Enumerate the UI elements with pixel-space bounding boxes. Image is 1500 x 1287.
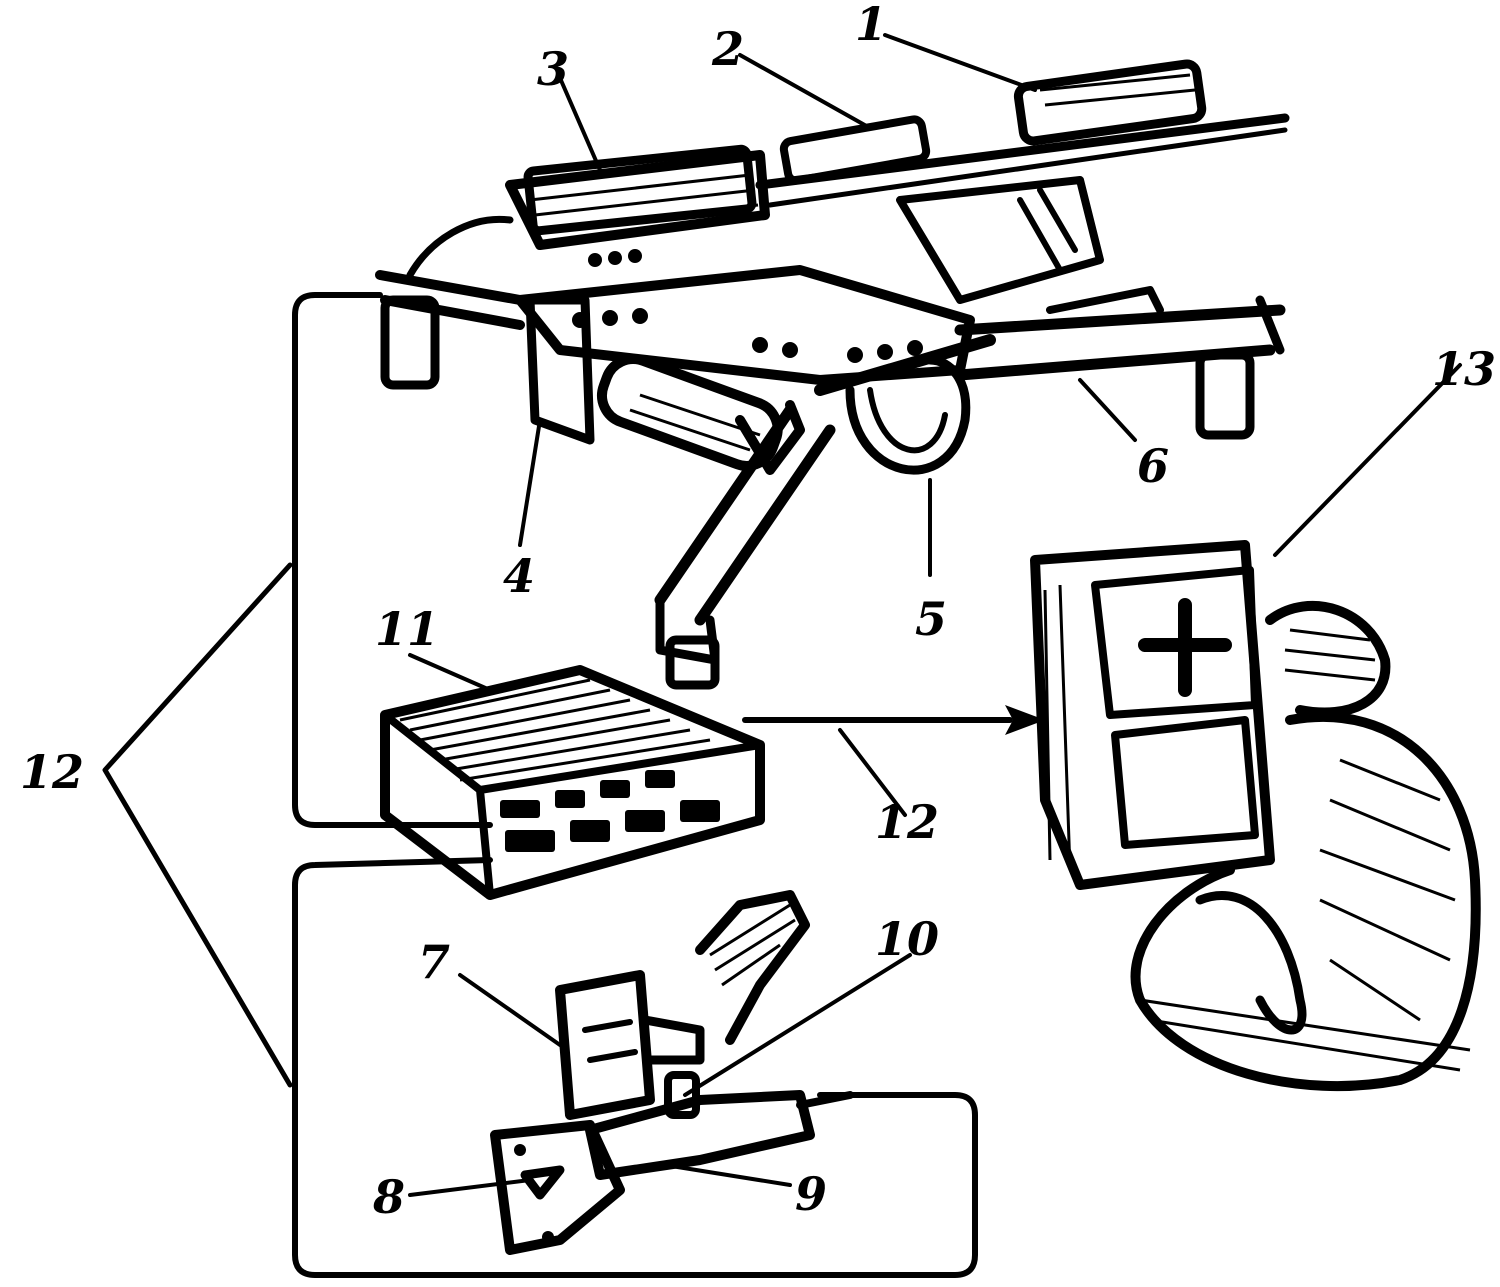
reticle	[1138, 598, 1232, 697]
grip-plate	[490, 1120, 625, 1255]
monitor-screen-lower	[1111, 716, 1259, 849]
label-7: 7	[418, 935, 450, 989]
cable-control-to-aiming	[292, 857, 978, 1278]
remote-aiming-unit	[490, 890, 854, 1255]
operator-body	[1130, 711, 1481, 1092]
label-1: 1	[855, 0, 887, 51]
arrow-head	[1005, 705, 1045, 735]
operator-with-monitor	[1030, 540, 1481, 1092]
label-8: 8	[372, 1170, 405, 1224]
leader-lines	[408, 33, 1462, 1197]
eyepiece	[695, 890, 810, 1045]
control-handle	[585, 1090, 815, 1180]
connecting-cables	[102, 292, 1045, 1278]
traverse-mechanism	[597, 354, 783, 471]
label-11: 11	[375, 602, 439, 656]
control-unit	[380, 665, 765, 900]
handle-loop	[845, 355, 971, 475]
label-9: 9	[795, 1167, 827, 1221]
label-2: 2	[711, 22, 744, 76]
tripod-leg-right	[954, 304, 1286, 381]
label-3: 3	[537, 42, 569, 96]
cable-gun-to-control	[292, 292, 493, 828]
label-10: 10	[875, 912, 939, 966]
monitor-case	[1030, 540, 1275, 890]
label-12-brace	[102, 562, 293, 1088]
label-6: 6	[1137, 439, 1169, 493]
electric-trigger-housing	[525, 295, 595, 445]
monitor-screen-upper	[1091, 566, 1259, 719]
machine-gun-on-tripod	[375, 59, 1290, 690]
sight-box	[555, 970, 655, 1120]
adjust-knob	[664, 1071, 700, 1119]
gas-tube	[779, 115, 931, 185]
label-5: 5	[915, 592, 947, 646]
label-12-mid: 12	[875, 795, 939, 849]
tripod-leg-front	[654, 404, 836, 626]
optical-sight	[1013, 59, 1207, 146]
operator-head	[1265, 600, 1391, 718]
label-12-left: 12	[20, 745, 84, 799]
feed-cover	[523, 144, 757, 236]
label-13: 13	[1432, 342, 1496, 396]
label-4: 4	[503, 549, 535, 603]
